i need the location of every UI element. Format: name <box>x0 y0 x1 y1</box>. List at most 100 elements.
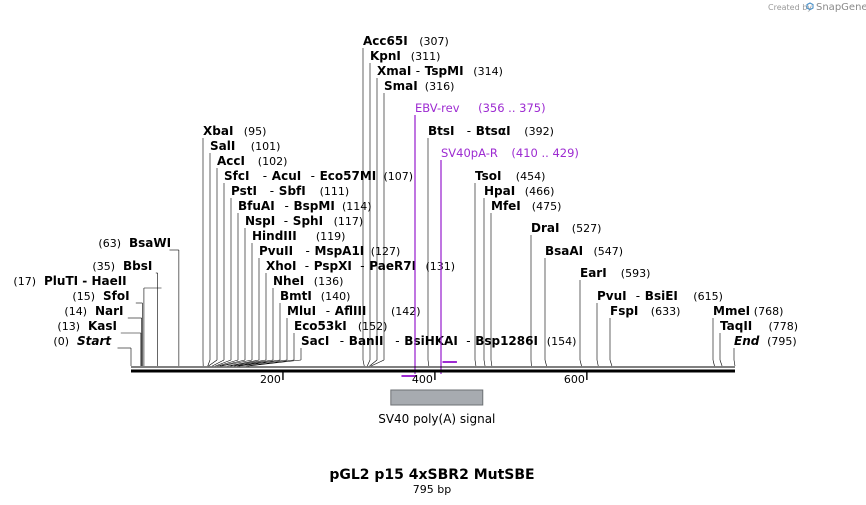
site-name: NheI <box>273 274 304 288</box>
site-xbai[interactable]: XbaI(95) <box>203 124 266 138</box>
site-name: SacI <box>301 334 329 348</box>
site-position: (0) <box>53 335 69 348</box>
site-position: (63) <box>98 237 121 250</box>
leader-d <box>579 359 582 367</box>
site-bsaai[interactable]: BsaAI(547) <box>545 244 623 258</box>
leader-d <box>217 359 239 367</box>
site-separator: - <box>311 169 315 183</box>
leader-d <box>544 359 547 367</box>
site-nhei[interactable]: NheI(136) <box>273 274 343 288</box>
primer-name: SV40pA-R <box>441 146 498 160</box>
primers: EBV-rev(356 .. 375)SV40pA-R(410 .. 429) <box>401 101 579 377</box>
site-mmei[interactable]: MmeI (768) <box>713 304 783 318</box>
site-position: (768) <box>754 305 784 318</box>
site-position: (593) <box>621 267 651 280</box>
site-mfei[interactable]: MfeI(475) <box>491 199 561 213</box>
site-tsoi[interactable]: TsoI(454) <box>475 169 545 183</box>
site-fspi[interactable]: FspI(633) <box>610 304 680 318</box>
feature-sv40-polya[interactable] <box>390 389 484 406</box>
site-name: BtsαI <box>476 124 511 138</box>
site-pvui[interactable]: PvuI-BsiEI(615) <box>597 289 723 303</box>
site-separator: - <box>395 334 399 348</box>
site-name: BsaWI <box>129 236 171 250</box>
site-eari[interactable]: EarI (593) <box>580 266 650 280</box>
site-position: (111) <box>320 185 350 198</box>
site-separator: - <box>467 124 471 138</box>
leader-d <box>474 359 477 367</box>
site-start[interactable]: (0)Start <box>53 334 112 348</box>
site-position: (547) <box>594 245 624 258</box>
map-title: pGL2 p15 4xSBR2 MutSBE <box>329 467 534 483</box>
site-nari[interactable]: (14)NarI <box>64 304 123 318</box>
site-separator: - <box>326 304 330 318</box>
site-btsi[interactable]: BtsI-BtsαI(392) <box>428 124 554 138</box>
leader-d <box>207 359 211 367</box>
primer-sv40pa-r[interactable]: SV40pA-R(410 .. 429) <box>440 146 579 374</box>
site-xhoi[interactable]: XhoI-PspXI-PaeR7I(131) <box>266 259 455 273</box>
leader-d <box>427 359 430 367</box>
site-separator: - <box>263 169 267 183</box>
site-name: Bsp1286I <box>475 334 538 348</box>
site-position: (127) <box>371 245 401 258</box>
site-position: (13) <box>57 320 80 333</box>
leader-d <box>596 359 599 367</box>
site-end[interactable]: End(795) <box>734 334 797 348</box>
site-separator: - <box>284 214 288 228</box>
site-name: FspI <box>610 304 638 318</box>
site-bbsi[interactable]: (35)BbsI <box>92 259 152 273</box>
site-drai[interactable]: DraI(527) <box>531 221 601 235</box>
site-name: EarI <box>580 266 607 280</box>
site-sali[interactable]: SalI (101) <box>210 139 280 153</box>
site-bmti[interactable]: BmtI(140) <box>280 289 350 303</box>
leader-d <box>370 359 385 367</box>
site-position: (119) <box>316 230 346 243</box>
site-name: SmaI <box>384 79 418 93</box>
site-separator: - <box>360 259 364 273</box>
site-mlui[interactable]: MluI-AflIII(142) <box>287 304 421 318</box>
leader-d <box>234 359 274 367</box>
leader-d <box>369 359 378 367</box>
snapgene-logo-icon <box>806 2 814 11</box>
site-kasi[interactable]: (13)KasI <box>57 319 117 333</box>
site-acc65i[interactable]: Acc65I(307) <box>363 34 449 48</box>
site-kpni[interactable]: KpnI(311) <box>370 49 440 63</box>
site-nspi[interactable]: NspI-SphI(117) <box>245 214 363 228</box>
site-hpai[interactable]: HpaI(466) <box>484 184 554 198</box>
site-psti[interactable]: PstI-SbfI(111) <box>231 184 349 198</box>
site-taqii[interactable]: TaqII(778) <box>720 319 798 333</box>
site-name: BsiHKAI <box>404 334 458 348</box>
site-name: AccI <box>217 154 245 168</box>
leader-d <box>212 359 225 367</box>
site-name: BanII <box>349 334 384 348</box>
site-separator: - <box>636 289 640 303</box>
site-sfoi[interactable]: (15)SfoI <box>72 289 129 303</box>
site-position: (314) <box>473 65 503 78</box>
site-position: (152) <box>358 320 388 333</box>
site-bfuai[interactable]: BfuAI-BspMI(114) <box>238 199 372 213</box>
site-hindiii[interactable]: HindIII(119) <box>252 229 345 243</box>
site-pvuii[interactable]: PvuII-MspA1I(127) <box>259 244 400 258</box>
credit-brand: SnapGene <box>816 2 866 13</box>
site-position: (107) <box>384 170 414 183</box>
site-pluti[interactable]: (17)PluTI - HaeII <box>13 274 126 288</box>
leader-d <box>712 359 715 367</box>
site-name: NspI <box>245 214 275 228</box>
site-xmai[interactable]: XmaI-TspMI(314) <box>377 64 503 78</box>
site-name: MmeI <box>713 304 750 318</box>
site-position: (114) <box>342 200 372 213</box>
leader-d <box>237 359 281 367</box>
site-position: (101) <box>251 140 281 153</box>
primer-ebv-rev[interactable]: EBV-rev(356 .. 375) <box>401 101 546 377</box>
leader-d <box>490 359 493 367</box>
site-position: (778) <box>769 320 799 333</box>
site-eco53ki[interactable]: Eco53kI(152) <box>294 319 387 333</box>
site-separator: - <box>306 244 310 258</box>
site-name: BfuAI <box>238 199 275 213</box>
site-name: NarI <box>95 304 124 318</box>
site-acci[interactable]: AccI(102) <box>217 154 287 168</box>
site-bsawi[interactable]: (63) BsaWI <box>98 236 171 250</box>
site-saci[interactable]: SacI-BanII-BsiHKAI-Bsp1286I(154) <box>301 334 576 348</box>
site-sfci[interactable]: SfcI-AcuI-Eco57MI(107) <box>224 169 413 183</box>
site-smai[interactable]: SmaI(316) <box>384 79 454 93</box>
site-name: SalI <box>210 139 235 153</box>
